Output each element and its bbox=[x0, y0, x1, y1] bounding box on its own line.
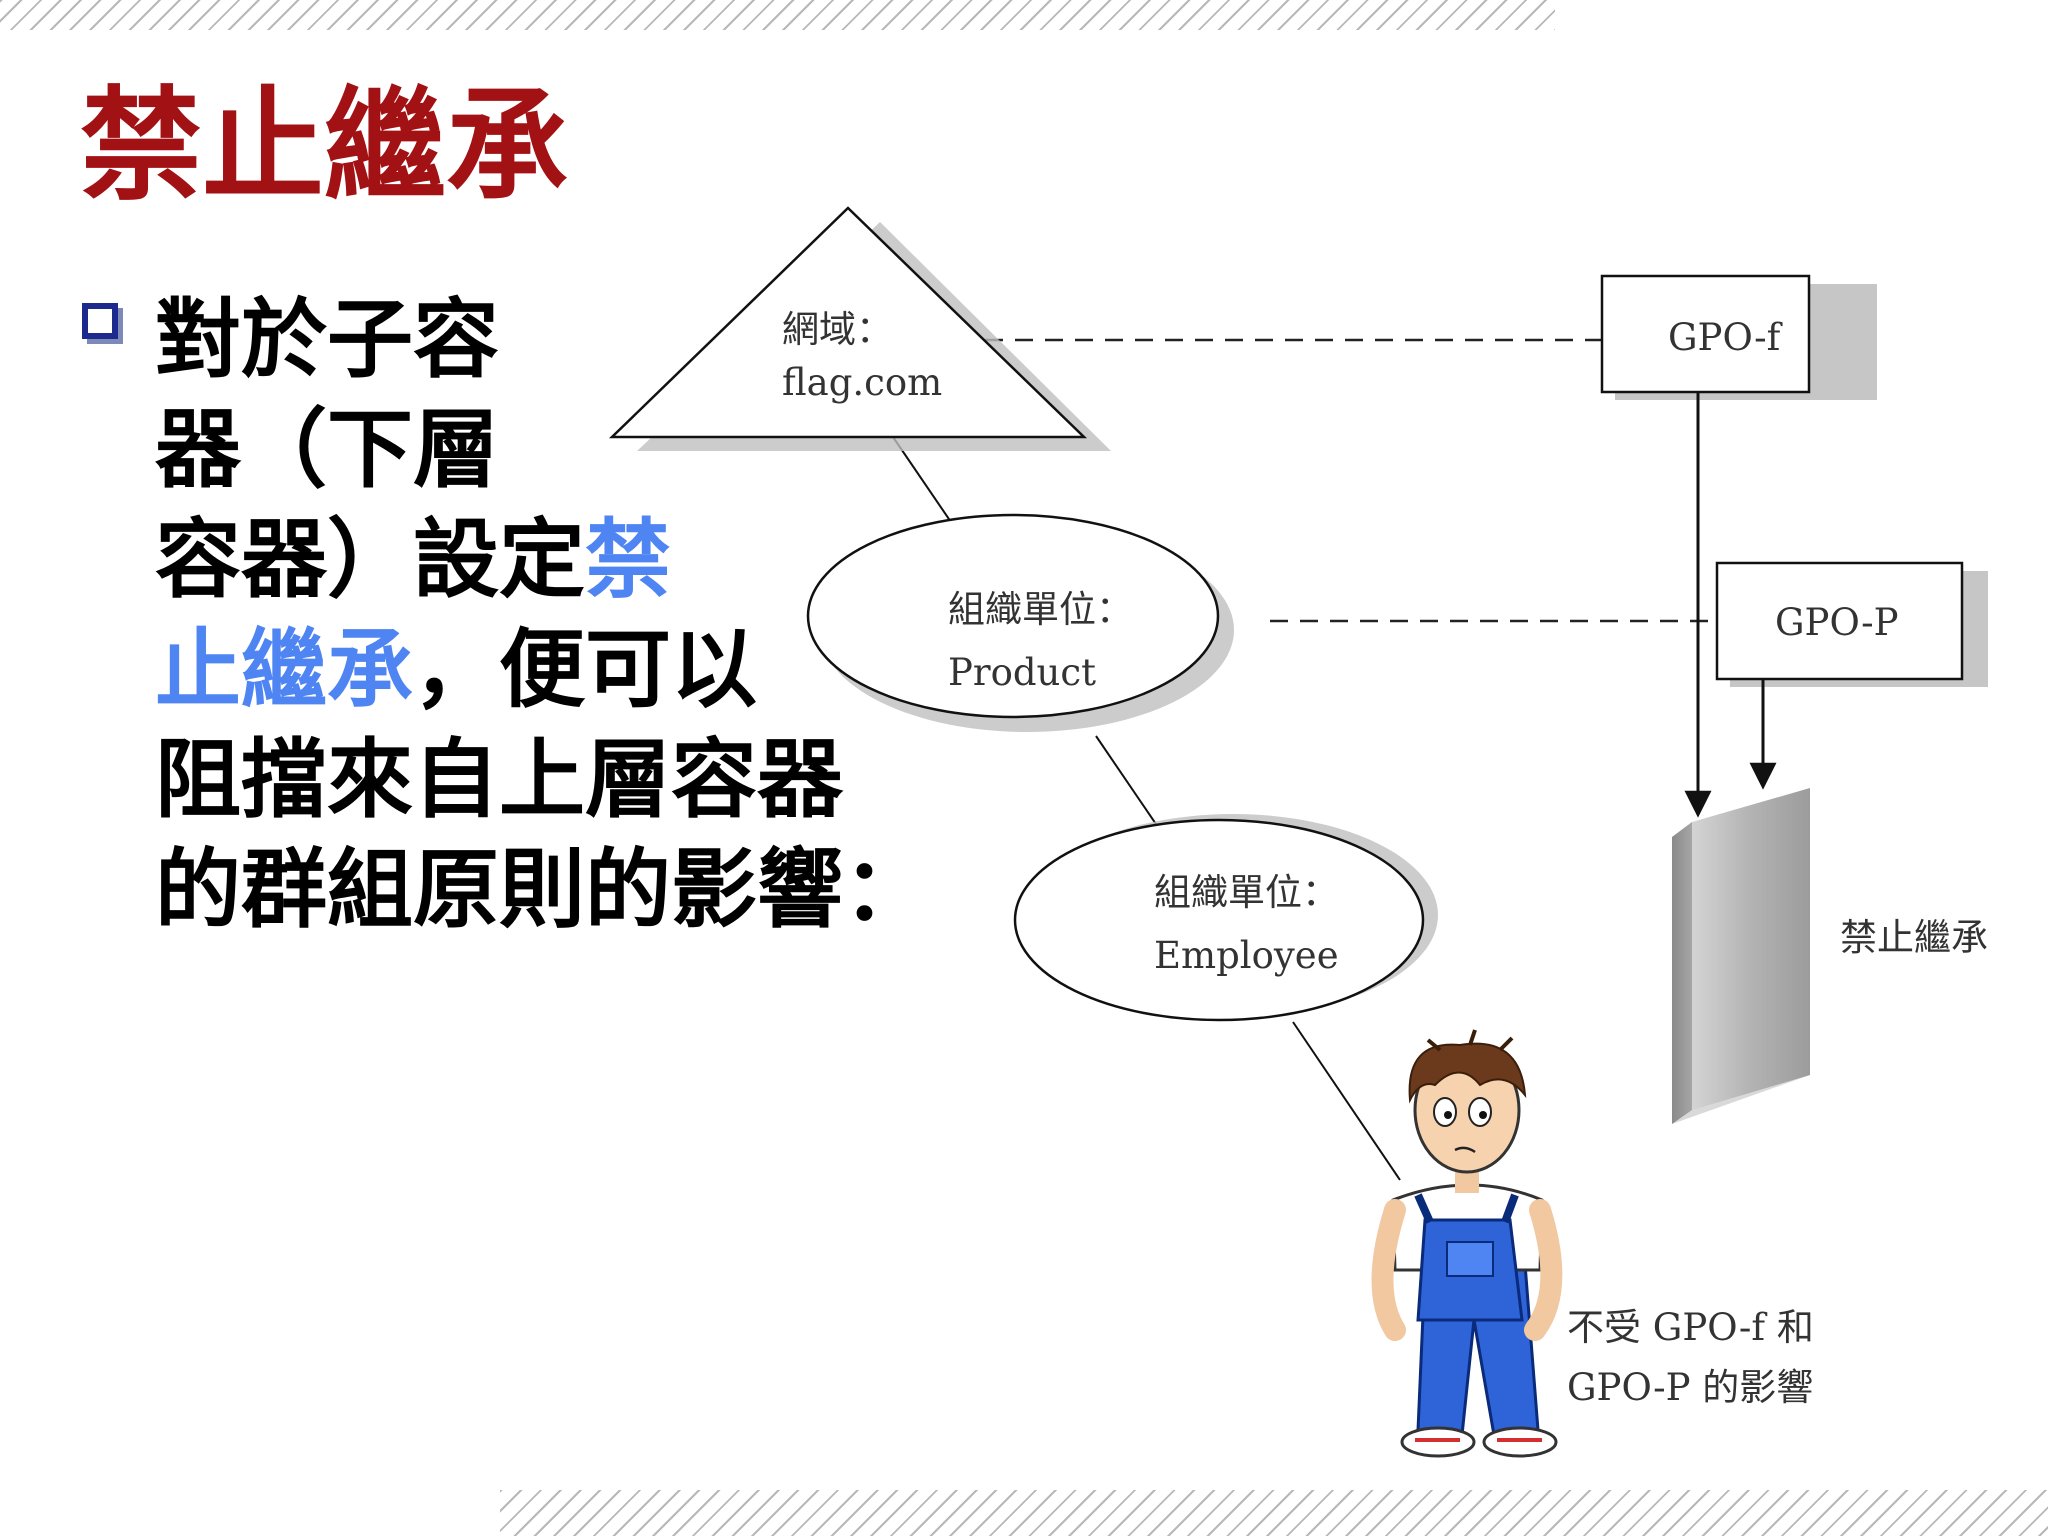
gpo-f-label: GPO-f bbox=[1668, 316, 1783, 359]
bullet-line-5: 阻擋來自上層容器 bbox=[155, 730, 843, 830]
note-line-1: 不受 GPO-f 和 bbox=[1567, 1306, 1814, 1349]
bullet-text: 對於子容 器（下層 容器）設定禁 止繼承，便可以 阻擋來自上層容器 的群組原則的… bbox=[155, 285, 955, 945]
decorative-hatch-bottom bbox=[500, 1490, 2048, 1536]
bullet-line-3: 容器）設定禁 bbox=[155, 505, 955, 615]
bullet-line-6: 的群組原則的影響： bbox=[155, 840, 929, 940]
gpo-p-label: GPO-P bbox=[1775, 601, 1899, 644]
gpo-p-box: GPO-P bbox=[1715, 561, 1988, 687]
bullet-line-1: 對於子容 bbox=[155, 290, 499, 390]
bullet-line-2: 器（下層 bbox=[155, 400, 499, 500]
gpo-f-box: GPO-f bbox=[1600, 274, 1877, 400]
ou-product-name: Product bbox=[948, 651, 1096, 694]
domain-label: 網域： bbox=[782, 308, 893, 351]
ou-product-label: 組織單位： bbox=[948, 588, 1133, 631]
decorative-hatch-top bbox=[0, 0, 1555, 30]
bullet-line-4: 止繼承，便可以 bbox=[155, 615, 955, 725]
ou-employee-ellipse: 組織單位： Employee bbox=[1013, 814, 1438, 1022]
ou-employee-name: Employee bbox=[1154, 934, 1339, 977]
ou-employee-label: 組織單位： bbox=[1154, 871, 1339, 914]
cartoon-boy-icon bbox=[1371, 1029, 1563, 1458]
domain-triangle: 網域： flag.com bbox=[608, 206, 1111, 451]
block-inheritance-label: 禁止繼承 bbox=[1840, 916, 1988, 959]
note-line-2: GPO-P 的影響 bbox=[1567, 1366, 1813, 1409]
bullet-line-4-highlight: 止繼承 bbox=[155, 620, 413, 720]
block-inheritance-wall bbox=[1672, 788, 1810, 1124]
connector-product-employee bbox=[1095, 735, 1161, 831]
bullet-line-3-highlight: 禁 bbox=[585, 510, 671, 610]
bullet-line-4-text: ，便可以 bbox=[413, 620, 757, 720]
bullet-square-icon bbox=[82, 303, 118, 339]
slide-title: 禁止繼承 bbox=[80, 75, 568, 217]
ou-product-ellipse: 組織單位： Product bbox=[806, 513, 1234, 732]
bullet-line-3-text: 容器）設定 bbox=[155, 510, 585, 610]
domain-name: flag.com bbox=[782, 361, 942, 404]
connector-employee-user bbox=[1292, 1021, 1401, 1181]
